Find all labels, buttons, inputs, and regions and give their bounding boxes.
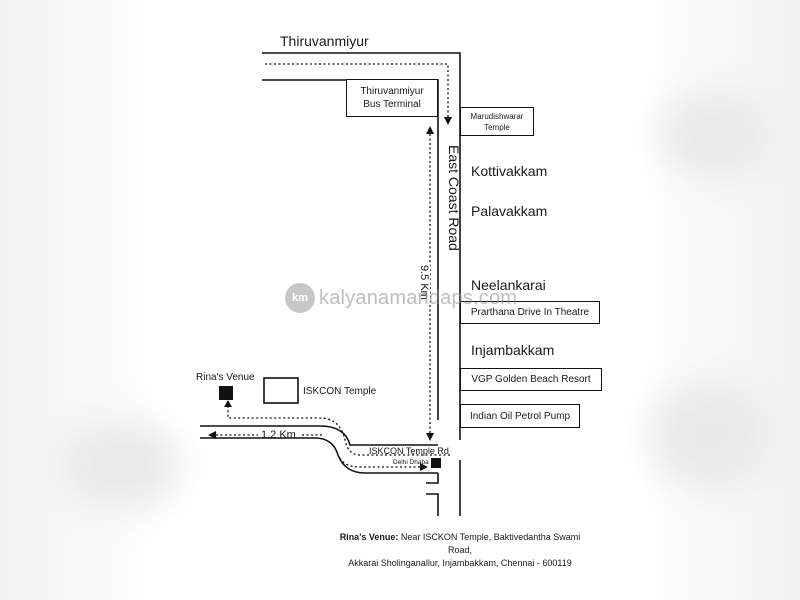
arrow-up-distance bbox=[426, 126, 434, 134]
area-neelankarai: Neelankarai bbox=[471, 277, 546, 293]
route-dotted-dhaba bbox=[339, 457, 420, 468]
distance-venue: 1.2 Km bbox=[261, 429, 296, 441]
route-dotted-iskcon bbox=[227, 407, 450, 456]
venue-address: Rina's Venue: Near ISCKON Temple, Baktiv… bbox=[330, 531, 590, 570]
delhi-dhaba-marker bbox=[431, 458, 441, 468]
road-label-ecr: East Coast Road bbox=[446, 145, 462, 251]
arrow-up-venue bbox=[224, 400, 232, 407]
ecr-lower-stub bbox=[426, 473, 439, 484]
ecr-lower-stub-2 bbox=[426, 493, 439, 516]
area-injambakkam: Injambakkam bbox=[471, 342, 555, 358]
iskcon-road-upper bbox=[200, 425, 438, 446]
address-line1: Near ISCKON Temple, Baktivedantha Swami … bbox=[400, 532, 581, 555]
blur-blob bbox=[60, 420, 180, 510]
watermark-logo-icon: km bbox=[285, 283, 315, 313]
iskcon-road-lower bbox=[200, 437, 438, 474]
landmark-iskcon-label: ISKCON Temple bbox=[303, 386, 377, 397]
road-top-inner-edge bbox=[262, 79, 439, 420]
landmark-bus-terminal: Thiruvanmiyur Bus Terminal bbox=[346, 79, 438, 117]
arrow-left-distance bbox=[208, 431, 216, 439]
landmark-delhi-dhaba-label: Delhi Dhaba bbox=[393, 459, 429, 466]
iskcon-marker bbox=[263, 377, 299, 404]
landmark-indian-oil: Indian Oil Petrol Pump bbox=[460, 404, 580, 428]
landmark-vgp: VGP Golden Beach Resort bbox=[460, 368, 602, 391]
arrow-down-distance bbox=[426, 433, 434, 441]
blur-blob bbox=[650, 380, 770, 490]
address-label: Rina's Venue: bbox=[339, 532, 399, 542]
area-palavakkam: Palavakkam bbox=[471, 203, 548, 219]
blur-blob bbox=[660, 90, 770, 180]
area-kottivakkam: Kottivakkam bbox=[471, 163, 548, 179]
landmark-prarthana: Prarthana Drive In Theatre bbox=[460, 301, 600, 324]
landmark-venue-label: Rina's Venue bbox=[196, 372, 255, 383]
watermark-text: kalyanamandaps.com bbox=[319, 286, 518, 309]
watermark: km kalyanamandaps.com bbox=[285, 283, 517, 313]
venue-marker bbox=[219, 386, 233, 400]
area-thiruvanmiyur: Thiruvanmiyur bbox=[280, 33, 369, 49]
arrow-right-dhaba bbox=[420, 463, 428, 471]
arrow-down-top bbox=[444, 117, 452, 125]
landmark-marudishwarar: Marudishwarar Temple bbox=[460, 107, 534, 136]
address-line2: Akkarai Sholinganallur, Injambakkam, Che… bbox=[348, 558, 572, 568]
road-label-iskcon: ISKCON Temple Rd bbox=[369, 446, 449, 456]
